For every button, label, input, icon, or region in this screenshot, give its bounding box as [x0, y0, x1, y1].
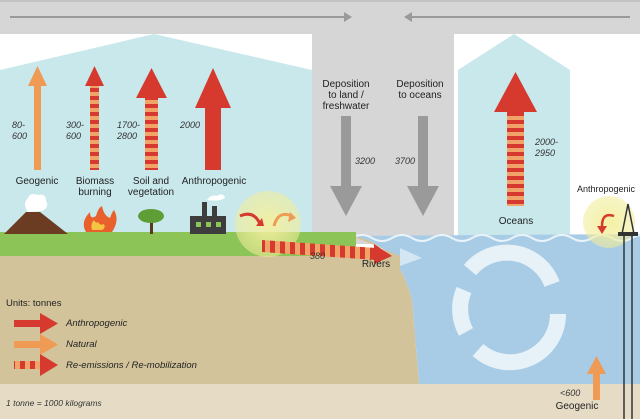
units-label: Units: tonnes: [6, 298, 62, 309]
tree-icon: [138, 209, 164, 234]
legend-reemission-label: Re-emissions / Re-mobilization: [66, 360, 197, 371]
biomass-burning-label: Biomass burning: [75, 176, 115, 198]
factory-icon: [190, 194, 226, 234]
seafloor-geogenic-label: Geogenic: [555, 401, 599, 412]
legend-natural-arrow: [14, 334, 58, 355]
fire-icon: [83, 206, 117, 232]
rivers-label: Rivers: [361, 259, 391, 270]
deposition-ocean-value: 3700: [395, 156, 416, 166]
ocean-circulation-icon: [452, 244, 567, 371]
oceans-label: Oceans: [498, 216, 534, 227]
legend-natural-label: Natural: [66, 339, 97, 350]
legend-reemission-arrow: [14, 354, 58, 376]
deposition-land-arrow: [330, 116, 362, 216]
oceans-value: 2000- 2950: [535, 137, 559, 158]
biomass-burning-value: 300- 600: [66, 120, 85, 141]
deposition-ocean-label: Deposition to oceans: [396, 79, 444, 101]
rivers-value: 380: [310, 251, 326, 261]
deposition-land-value: 3200: [355, 156, 376, 166]
anthropogenic-arrow: [195, 68, 231, 170]
deposition-panel: [312, 0, 454, 244]
marine-anthropogenic-label: Anthropogenic: [576, 184, 636, 194]
anthropogenic-value: 2000: [180, 120, 201, 130]
seafloor-geogenic-arrow: [587, 356, 606, 400]
footnote: 1 tonne = 1000 kilograms: [6, 398, 102, 408]
soil-vegetation-arrow: [136, 68, 167, 170]
marine-anthropogenic-arrow: [597, 213, 615, 234]
geogenic-label: Geogenic: [15, 176, 59, 187]
soil-vegetation-label: Soil and vegetation: [127, 176, 175, 198]
anthropogenic-label: Anthropogenic: [181, 176, 247, 187]
deposition-ocean-arrow: [407, 116, 439, 216]
oil-rig-icon: [618, 203, 638, 419]
soil-vegetation-value: 1700- 2800: [117, 120, 141, 141]
volcano-icon: [4, 194, 68, 234]
re-emission-glow: [235, 191, 301, 257]
geogenic-arrow: [28, 66, 47, 170]
circulation-arrow-left: [404, 12, 630, 22]
legend-anthropogenic-label: Anthropogenic: [66, 318, 128, 329]
circulation-arrow-right: [10, 12, 352, 22]
seafloor-band: [0, 384, 640, 419]
geogenic-value: 80- 600: [12, 120, 28, 141]
seafloor-geogenic-value: <600: [560, 388, 581, 398]
ocean-area: [352, 234, 640, 419]
oceans-arrow: [494, 72, 537, 206]
cycle-arrow-icon: [239, 212, 296, 227]
legend-anthropogenic-arrow: [14, 313, 58, 334]
biomass-burning-arrow: [85, 66, 104, 170]
rivers-arrow: [262, 240, 422, 266]
marine-anthropogenic-glow: [583, 196, 635, 248]
deposition-land-label: Deposition to land / freshwater: [322, 79, 370, 112]
